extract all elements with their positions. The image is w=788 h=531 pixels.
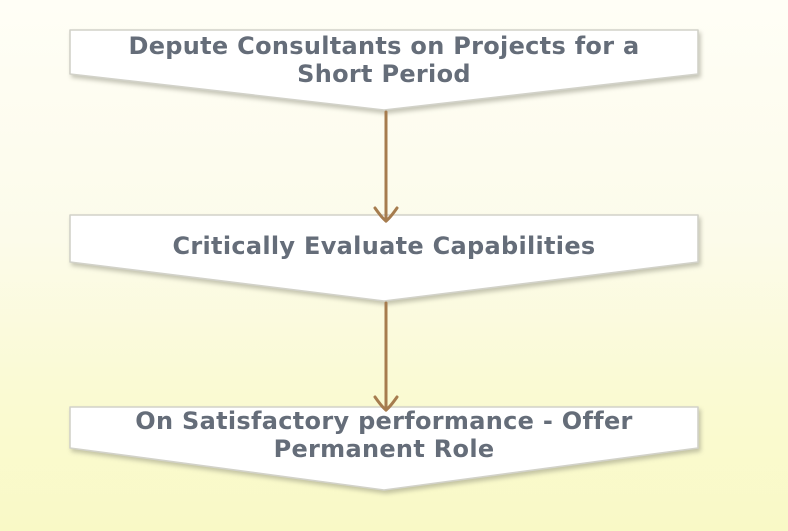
connector-arrow-2 — [373, 301, 399, 412]
flow-step-3: On Satisfactory performance - Offer Perm… — [69, 406, 699, 492]
chevron-shape-2 — [69, 214, 699, 303]
connector-arrow-1 — [373, 110, 399, 223]
flow-step-2: Critically Evaluate Capabilities — [69, 214, 699, 303]
chevron-shape-1 — [69, 29, 699, 113]
flow-step-1: Depute Consultants on Projects for a Sho… — [69, 29, 699, 113]
chevron-shape-3 — [69, 406, 699, 492]
